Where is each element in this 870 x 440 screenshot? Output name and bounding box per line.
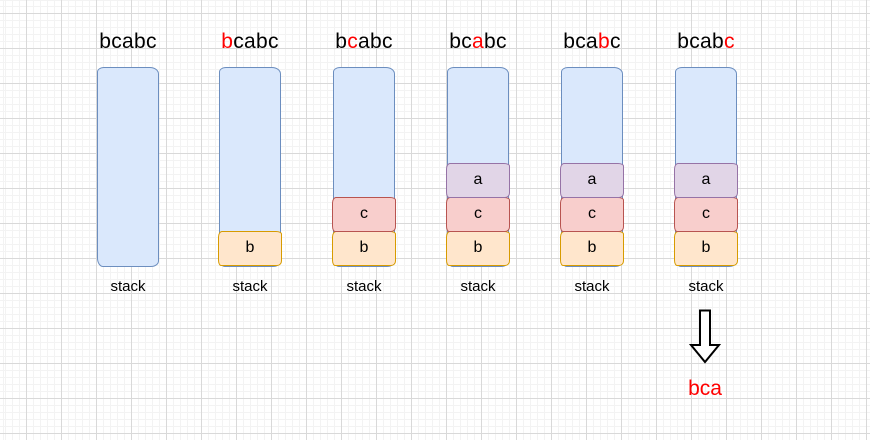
input-string-label: bcabc [83,30,173,54]
input-string-label: bcabc [433,30,523,54]
highlighted-char: a [472,30,484,53]
highlighted-char: c [723,30,735,53]
stack-caption: stack [232,278,268,295]
header-char: b [677,30,690,53]
stack-item-a: a [446,163,510,198]
header-char: c [689,30,700,53]
stack-item-c: c [560,197,624,232]
highlighted-char: c [347,30,358,53]
stack-caption: stack [460,278,496,295]
header-char: c [575,30,586,53]
header-char: b [711,30,724,53]
header-char: b [369,30,382,53]
stack-caption: stack [688,278,724,295]
input-string-label: bcabc [205,30,295,54]
header-char: c [233,30,244,53]
stack-column: bcabc b stack [205,0,295,310]
stack-item-c: c [674,197,738,232]
header-char: c [267,30,279,53]
header-char: c [381,30,393,53]
stack-item-b: b [560,231,624,266]
header-char: b [483,30,496,53]
stack-item-b: b [674,231,738,266]
header-char: b [133,30,146,53]
header-char: b [255,30,268,53]
header-char: a [700,30,712,53]
header-char: b [563,30,576,53]
down-arrow-icon [688,309,722,364]
header-char: a [122,30,134,53]
header-char: c [461,30,472,53]
input-string-label: bcabc [319,30,409,54]
header-char: c [495,30,507,53]
header-char: a [586,30,598,53]
header-char: b [449,30,462,53]
stack-caption: stack [346,278,382,295]
stack-shape: b [218,67,282,267]
stack-item-a: a [674,163,738,198]
stack-shape [97,67,159,267]
stack-item-b: b [446,231,510,266]
header-char: b [99,30,112,53]
input-string-label: bcabc [661,30,751,54]
stack-item-c: c [332,197,396,232]
highlighted-char: b [597,30,610,53]
header-char: a [358,30,370,53]
stack-item-c: c [446,197,510,232]
header-char: c [609,30,621,53]
header-char: c [111,30,122,53]
highlighted-char: b [221,30,234,53]
stack-item-b: b [332,231,396,266]
input-string-label: bcabc [547,30,637,54]
stack-caption: stack [110,278,146,295]
header-char: b [335,30,348,53]
stack-column: bcabc stack [83,0,173,310]
stack-item-b: b [218,231,282,266]
header-char: a [244,30,256,53]
stack-item-a: a [560,163,624,198]
header-char: c [145,30,157,53]
stack-caption: stack [574,278,610,295]
result-text: bca [688,377,722,400]
